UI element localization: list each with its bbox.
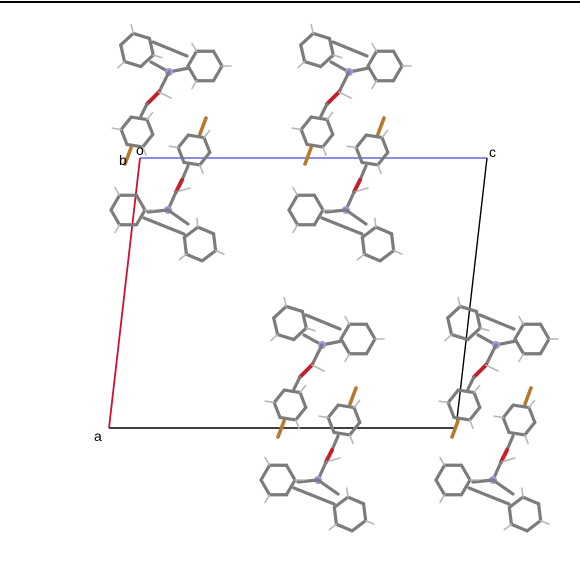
molecule — [291, 23, 412, 166]
molecule — [264, 296, 385, 439]
cell-edge-c-far — [455, 157, 488, 429]
axis-label-origin: o — [136, 142, 144, 158]
molecule — [438, 296, 559, 439]
molecule-layer — [109, 23, 559, 533]
axis-label-c: c — [489, 144, 496, 160]
cell-axis-a — [108, 157, 141, 429]
molecule — [259, 386, 375, 533]
axis-label-a: a — [94, 428, 102, 444]
molecule — [434, 386, 550, 533]
unit-cell — [108, 157, 488, 429]
axis-label-b: b — [119, 152, 127, 168]
molecule — [111, 23, 232, 166]
molecule — [287, 116, 403, 263]
molecule — [109, 116, 225, 263]
